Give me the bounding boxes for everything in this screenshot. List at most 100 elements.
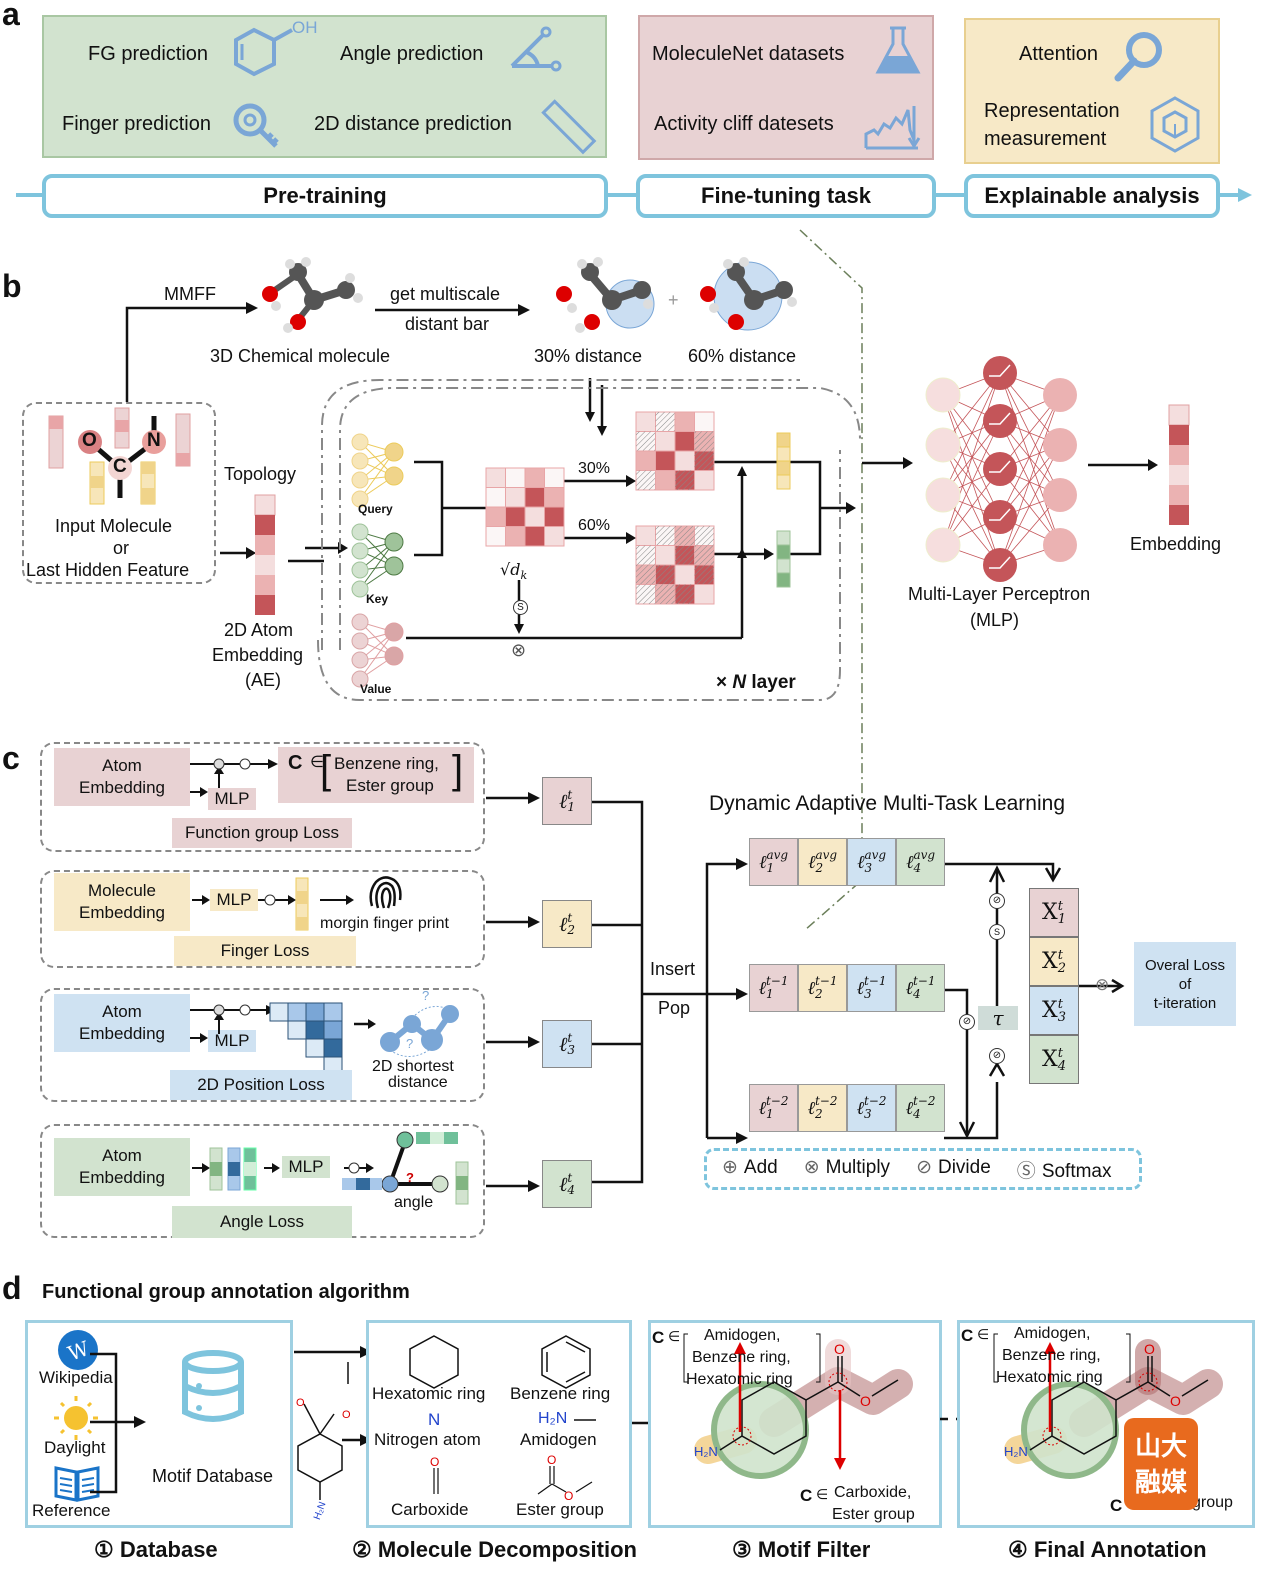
stage-explainable: Explainable analysis <box>964 174 1220 218</box>
reference-book-icon <box>54 1466 100 1502</box>
motif-ester-group: Ester group <box>516 1500 604 1519</box>
amine-label: H₂N <box>1004 1444 1028 1459</box>
task1-result-line2: Ester group <box>346 776 434 795</box>
attachment-marker <box>732 1426 752 1446</box>
ester-group-icon: O O <box>537 1453 593 1503</box>
filter-bracket2-line1: Carboxide, <box>834 1484 912 1501</box>
legend-item: ⊘Divide <box>916 1156 991 1183</box>
in-symbol: ∈ <box>310 754 324 771</box>
matrix-cell-hatch <box>636 545 656 565</box>
final-bracket1-line2: Benzene ring, <box>1002 1347 1101 1364</box>
matrix-cell <box>505 467 526 488</box>
attention-matrix-30 <box>635 411 715 491</box>
legend-symbol: Ⓢ <box>1016 1161 1036 1182</box>
mlp-edge <box>942 394 1001 566</box>
divide-node-top: ⊘ <box>989 893 1005 909</box>
mlp-input-node <box>925 477 961 513</box>
task-position-box <box>40 988 485 1102</box>
fingerprint-icon <box>369 876 402 909</box>
database-connectors <box>90 1352 146 1494</box>
distance-cell <box>269 1002 289 1022</box>
relu-glyph <box>989 364 1011 377</box>
key-input-node <box>351 523 369 541</box>
matrix-cell-hatch <box>655 412 675 432</box>
task2-result: morgin finger print <box>320 915 449 932</box>
matrix-cell <box>544 526 565 547</box>
legend-label: Add <box>743 1157 778 1178</box>
value-input-node <box>351 651 369 669</box>
qkv-networks <box>351 433 404 688</box>
mlp-label-1: Multi-Layer Perceptron <box>908 584 1091 604</box>
multiply-node-right: ⊗ <box>1095 975 1110 994</box>
value-label: Value <box>360 682 392 696</box>
matrix-cell-hatch <box>636 470 656 490</box>
key-icon <box>233 103 279 148</box>
mlp-edge <box>942 372 1001 546</box>
task1-result-line1: Benzene ring, <box>334 754 439 773</box>
matrix-cell <box>655 545 676 566</box>
pct60-label: 60% <box>578 517 611 534</box>
or-label: or <box>113 538 130 558</box>
operator-legend <box>704 1148 1142 1190</box>
distance-prediction-label: 2D distance prediction <box>314 113 512 135</box>
mlp-label-2: (MLP) <box>970 610 1019 630</box>
multiply-node: ⊗ <box>511 640 527 660</box>
final-in-top: ∈ <box>977 1326 990 1342</box>
matrix-cell-hatch <box>655 526 675 546</box>
matrix-cell-hatch <box>636 584 656 604</box>
matrix-cell <box>505 487 526 508</box>
softmax-node: S <box>513 600 528 615</box>
magnifier-icon <box>1114 32 1162 82</box>
attention-matrix-60 <box>635 525 715 605</box>
legend-symbol: ⊕ <box>722 1157 738 1178</box>
motif-database-icon <box>182 1350 244 1422</box>
svg-text:O: O <box>296 1397 305 1409</box>
shortest-distance-icon <box>354 1005 459 1057</box>
daylight-sun-icon <box>54 1396 98 1440</box>
task1-loss-label: Function group Loss <box>172 818 352 848</box>
final-bracket2-partial: group <box>1192 1494 1233 1511</box>
matrix-cell <box>485 506 506 527</box>
matrix-cell-hatch <box>655 584 675 604</box>
mlp-edge <box>999 372 1061 496</box>
filter-bracket1-line1: Amidogen, <box>704 1327 781 1344</box>
matrix-cell <box>694 411 715 432</box>
task-function-group-box <box>40 742 485 852</box>
angle-question-mark: ? <box>406 1170 414 1185</box>
key-label: Key <box>366 592 389 606</box>
legend-label: Divide <box>937 1157 991 1178</box>
panel-a-letter: a <box>2 0 20 32</box>
mmff-label: MMFF <box>164 284 216 304</box>
value-output-node <box>384 646 404 666</box>
matrix-cell-hatch <box>675 584 695 604</box>
mlp-edge <box>999 372 1061 546</box>
cube-icon <box>1150 96 1200 153</box>
matrix-cell-hatch <box>636 565 656 585</box>
caption-decomposition: ② Molecule Decomposition <box>352 1537 637 1562</box>
pct30-label: 30% <box>578 460 611 477</box>
mlp-output-node <box>1043 378 1077 412</box>
final-c-symbol-bottom: C <box>1110 1496 1123 1515</box>
atom-o: O <box>82 430 97 451</box>
mlp-edge <box>999 394 1061 518</box>
molecule-3d-icon <box>262 257 363 333</box>
key-output-node <box>384 532 404 552</box>
matrix-cell <box>524 526 545 547</box>
mlp-output-node <box>1043 528 1077 562</box>
matrix-cell <box>485 526 506 547</box>
finetuning-tasks-box <box>638 15 934 160</box>
molecule-3d-label: 3D Chemical molecule <box>210 346 391 366</box>
attention-label: Attention <box>1019 43 1098 65</box>
svg-text:O: O <box>342 1409 351 1421</box>
bracket-right <box>816 1333 821 1383</box>
bracket-right <box>1126 1333 1131 1383</box>
